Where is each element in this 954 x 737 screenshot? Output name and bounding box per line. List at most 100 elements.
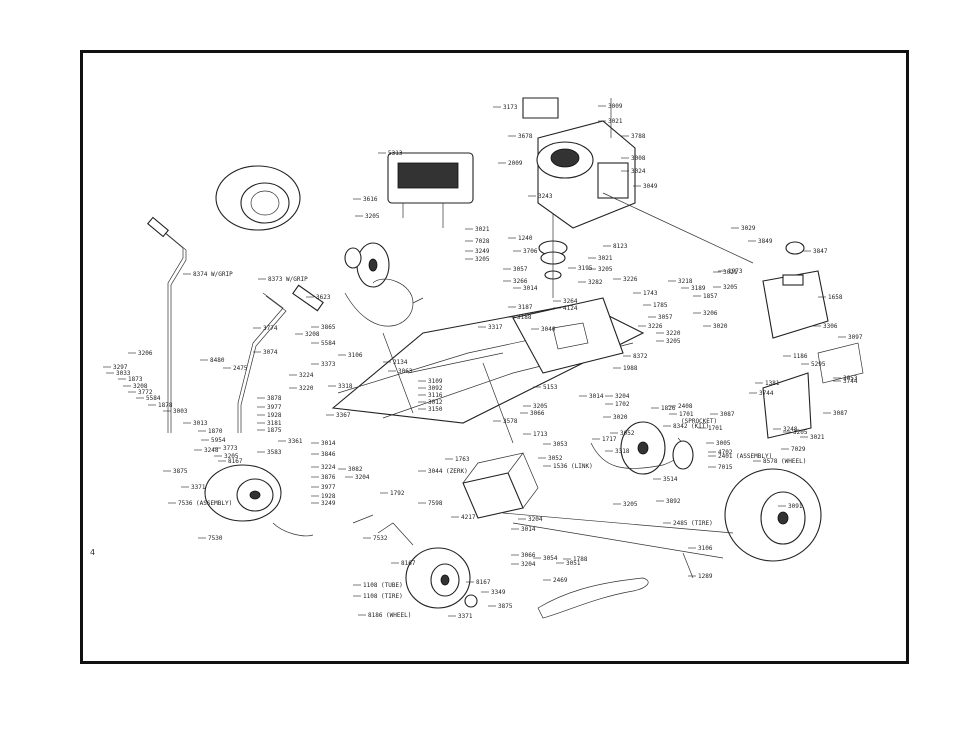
corner-mark: 4 (90, 548, 96, 557)
battery (462, 452, 539, 519)
part-label-pulley-2: 3014 (523, 285, 538, 292)
part-label-left-5: 3208 (133, 383, 148, 390)
part-label-right-5: 1381 (765, 380, 780, 387)
main-frame (331, 297, 645, 444)
part-label-left-10: 3013 (193, 420, 208, 427)
transmission (387, 152, 474, 228)
part-label-bottom-0: 1108 (TUBE) (363, 582, 403, 589)
part-label-handles-7: 3074 (263, 349, 278, 356)
part-label-right-9: 3087 (833, 410, 848, 417)
part-label-right-1: 3097 (848, 334, 863, 341)
part-label-center-54: 2469 (553, 577, 568, 584)
part-label-left-4: 1873 (128, 376, 143, 383)
part-label-engine-11: 3021 (598, 255, 613, 262)
part-label-center-24: 2408 (678, 403, 693, 410)
part-label-engine-7: 3249 (475, 248, 490, 255)
part-label-pulley-7: 3264 (563, 298, 578, 305)
part-label-pulley-10: 3849 (758, 238, 773, 245)
part-label-right-11: 3248 (783, 426, 798, 433)
part-label-center-19: 5153 (543, 384, 558, 391)
part-label-handles-3: 3774 (263, 325, 278, 332)
part-label-top-7: 3049 (643, 183, 658, 190)
part-label-center-14: 3012 (428, 399, 443, 406)
part-label-frame-10: 3226 (648, 323, 663, 330)
part-label-left-2: 3297 (113, 364, 128, 371)
part-label-engine-2: 3243 (538, 193, 553, 200)
part-label-center-27: 1701 (708, 425, 723, 432)
part-label-center-49: 3054 (543, 555, 558, 562)
part-label-left-12: 5954 (211, 437, 226, 444)
part-label-frame-0: 3317 (488, 324, 503, 331)
part-label-pulley-8: 4124 (563, 305, 578, 312)
part-label-handles-4: 3208 (305, 331, 320, 338)
engine-pulley (538, 213, 568, 298)
part-label-engine-8: 3205 (475, 256, 490, 263)
part-label-handles-1: 8373 W/GRIP (268, 276, 308, 283)
part-label-center-4: 3977 (321, 484, 336, 491)
part-label-pulley-4: 3282 (588, 279, 603, 286)
part-label-center-15: 3150 (428, 406, 443, 413)
part-label-engine-12: 3205 (598, 266, 613, 273)
part-label-center-26: 8342 (KIT) (673, 423, 709, 430)
part-label-handles-25: 3846 (321, 451, 336, 458)
part-label-right-10: 3005 (716, 440, 731, 447)
part-label-center-44: 3066 (521, 552, 536, 559)
part-label-center-13: 3116 (428, 392, 443, 399)
part-label-center-34: 3053 (553, 441, 568, 448)
sprocket-annotation: (SPROCKET) (681, 418, 717, 425)
part-label-center-11: 3109 (428, 378, 443, 385)
part-label-frame-1: 3040 (541, 326, 556, 333)
part-label-center-35: 3052 (548, 455, 563, 462)
part-label-pulley-5: 3187 (518, 304, 533, 311)
engine (522, 97, 754, 264)
part-label-engine-13: 8123 (613, 243, 628, 250)
part-label-center-30: 3020 (613, 414, 628, 421)
part-label-bottom-4: 3349 (491, 589, 506, 596)
part-label-center-7: 1792 (390, 490, 405, 497)
part-label-center-53: 1289 (698, 573, 713, 580)
part-label-handles-12: 3318 (338, 383, 353, 390)
part-label-handles-11: 3373 (321, 361, 336, 368)
part-label-center-52: 3106 (698, 545, 713, 552)
part-label-frame-13: 3021 (723, 269, 738, 276)
rear-left-tire (215, 165, 301, 231)
part-label-left-11: 1870 (208, 428, 223, 435)
part-label-center-9: 3044 (ZERK) (428, 468, 468, 475)
part-label-right-13: 3205 (793, 429, 808, 436)
part-label-center-12: 3092 (428, 385, 443, 392)
part-label-center-51: 2485 (TIRE) (673, 520, 713, 527)
part-label-pulley-11: 3847 (813, 248, 828, 255)
part-label-frame-2: 3226 (623, 276, 638, 283)
part-label-frame-11: 3220 (666, 330, 681, 337)
part-label-center-8: 7598 (428, 500, 443, 507)
part-label-right-12: 7029 (791, 446, 806, 453)
part-label-top-0: 3173 (503, 104, 518, 111)
part-label-left-13: 3773 (223, 445, 238, 452)
part-label-left-7: 5584 (146, 395, 161, 402)
part-label-center-37: 3318 (615, 448, 630, 455)
part-label-center-41: 4217 (461, 514, 476, 521)
part-label-handles-19: 1928 (267, 412, 282, 419)
part-label-center-33: 1713 (533, 431, 548, 438)
part-label-handles-21: 1875 (267, 427, 282, 434)
part-label-left-18: 3371 (191, 484, 206, 491)
part-label-left-16: 8167 (228, 458, 243, 465)
part-label-left-1: 8480 (210, 357, 225, 364)
part-label-frame-15: 3020 (713, 323, 728, 330)
part-label-center-17: 3205 (533, 403, 548, 410)
part-label-pulley-6: 3188 (517, 314, 532, 321)
part-label-engine-3: 3616 (363, 196, 378, 203)
part-label-center-36: 1536 (LINK) (553, 463, 593, 470)
part-label-right-0: 3306 (823, 323, 838, 330)
part-label-frame-17: 1658 (828, 294, 843, 301)
part-label-center-38: 3514 (663, 476, 678, 483)
part-label-engine-9: 1240 (518, 235, 533, 242)
part-label-center-45: 3204 (521, 561, 536, 568)
part-label-center-23: 1826 (661, 405, 676, 412)
part-label-frame-9: 3057 (658, 314, 673, 321)
part-label-frame-18: 8372 (633, 353, 648, 360)
part-label-left-14: 3205 (224, 453, 239, 460)
part-label-center-32: 1717 (602, 436, 617, 443)
part-label-left-0: 3206 (138, 350, 153, 357)
part-label-top-1: 3678 (518, 133, 533, 140)
